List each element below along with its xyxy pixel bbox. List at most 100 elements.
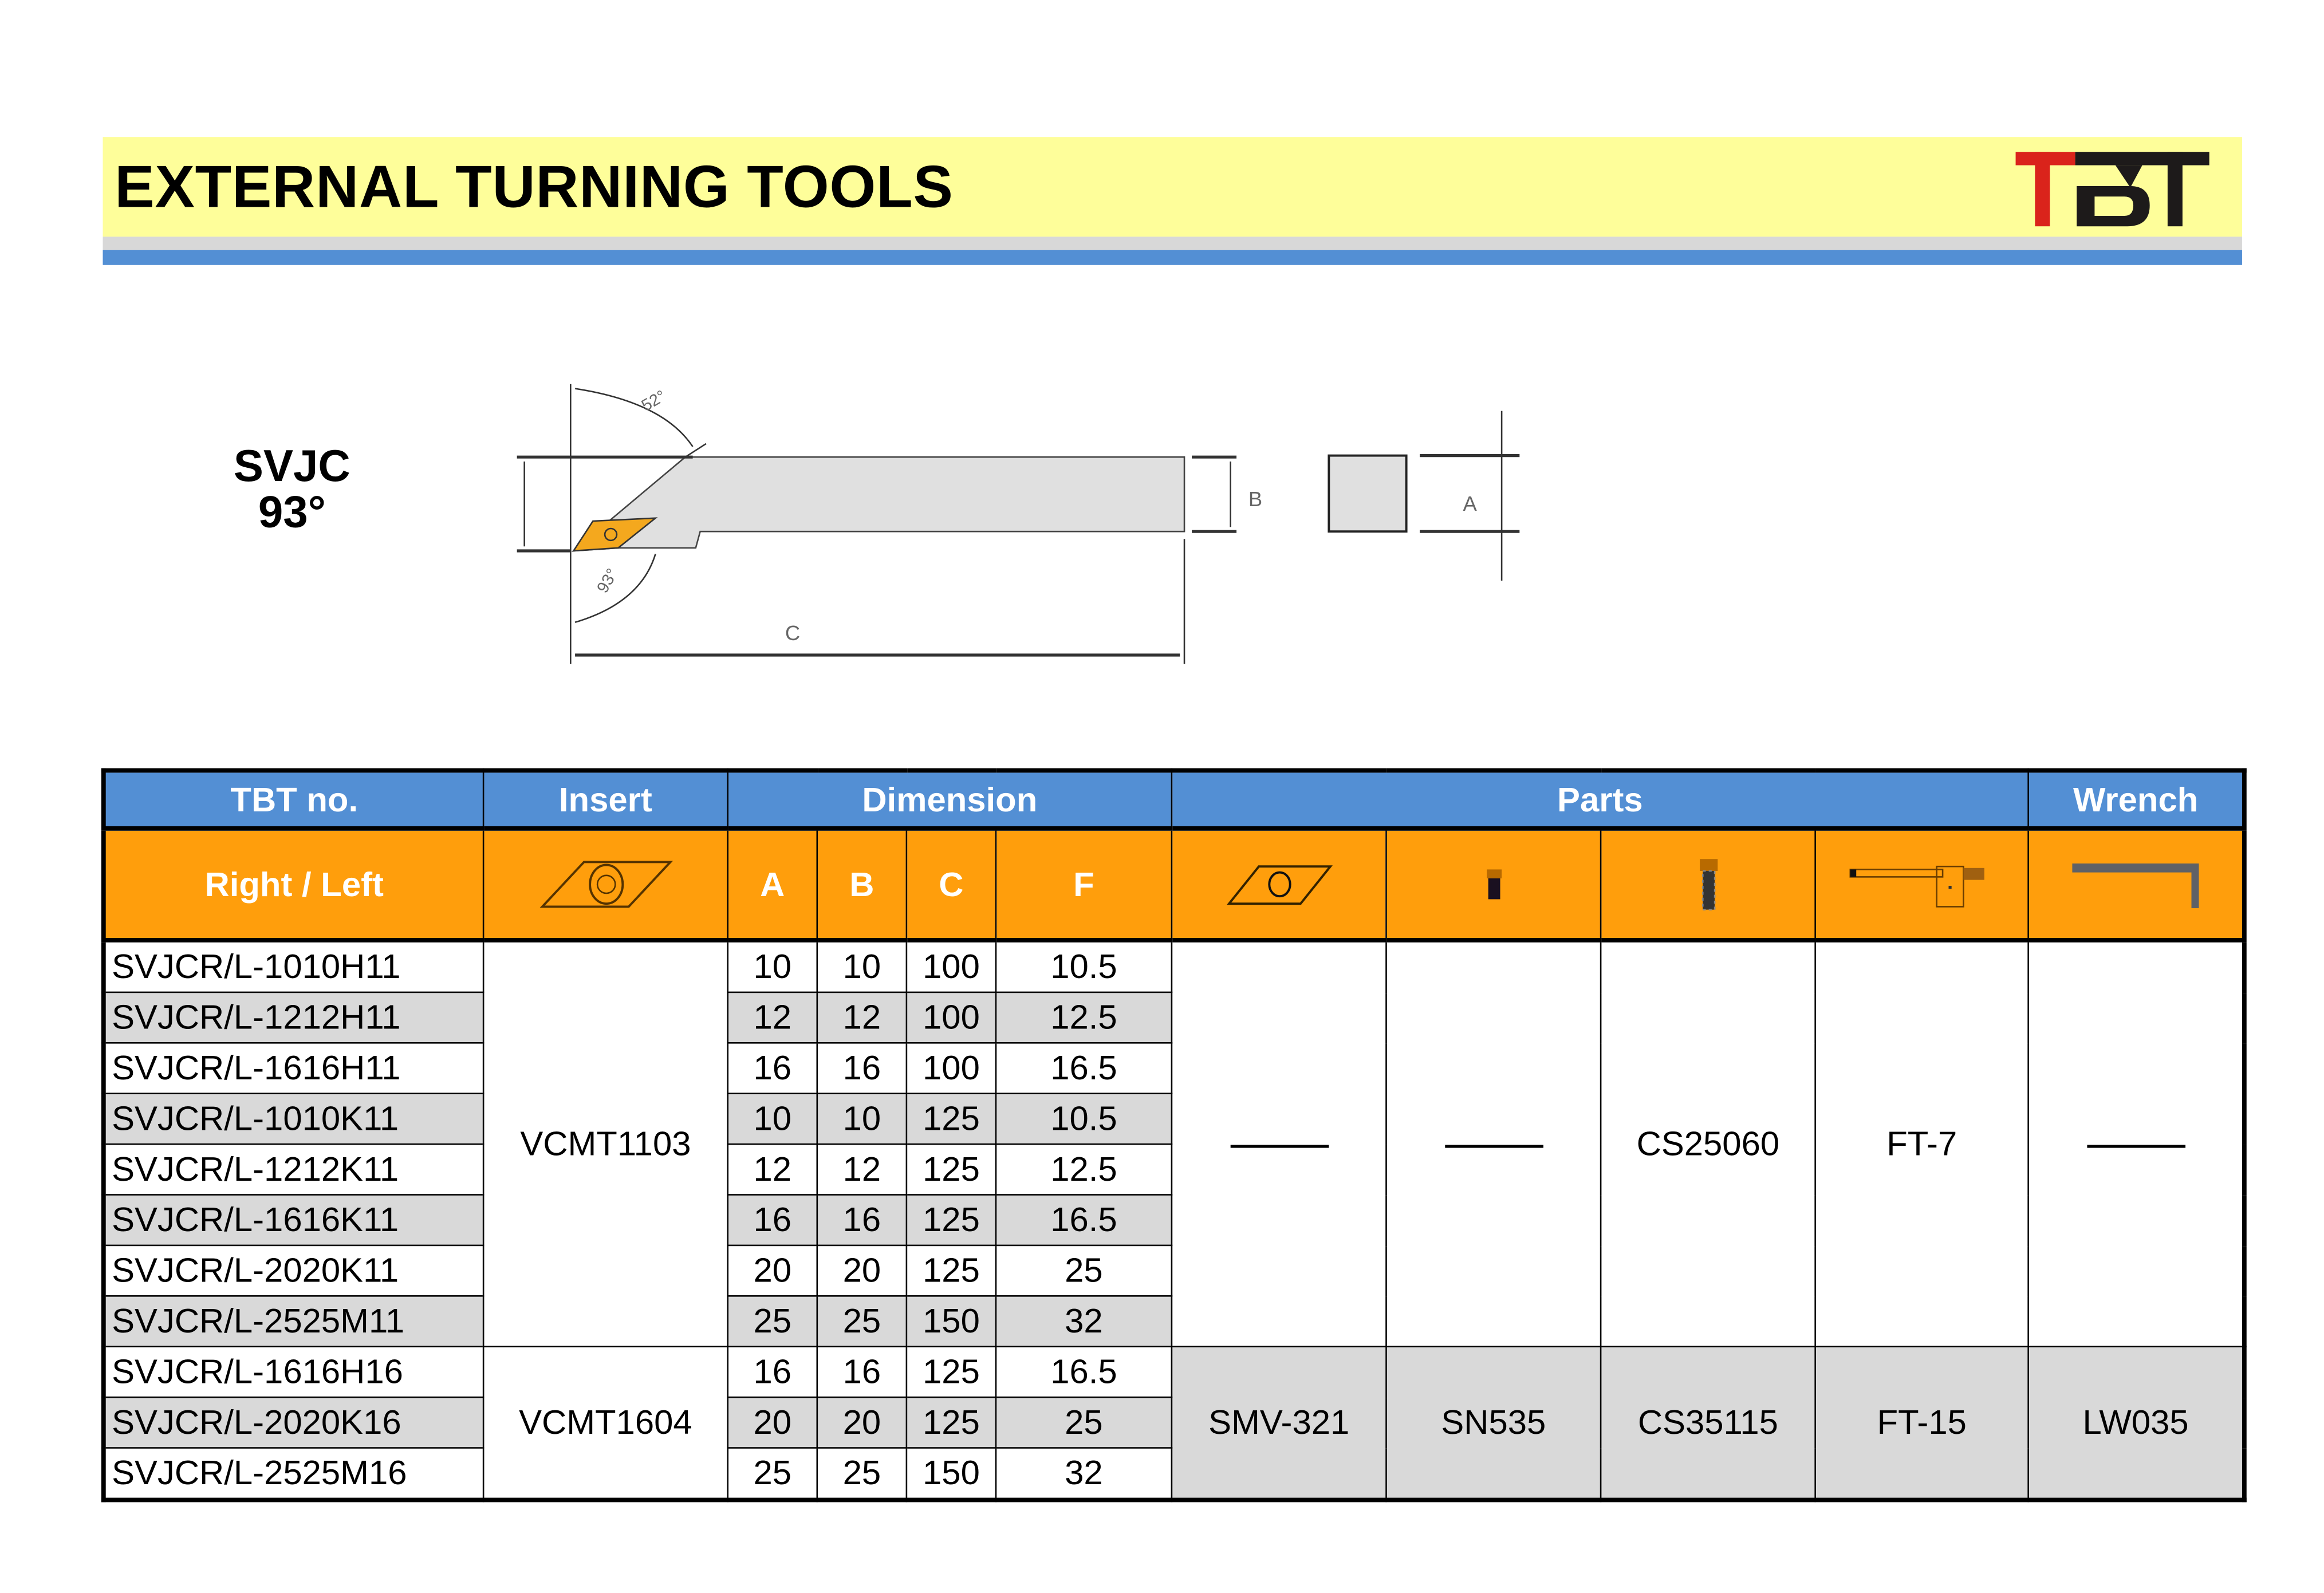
divider [103, 236, 2242, 250]
part-key: FT-15 [1814, 1346, 2030, 1501]
tool-code: SVJCR/L-2525M16 [103, 1447, 485, 1501]
dimension-a: 12 [727, 1143, 818, 1196]
angle-label-bottom: 93° [593, 566, 621, 596]
not-applicable-dash [1444, 1145, 1543, 1148]
dimension-c: 125 [905, 1346, 997, 1398]
dimension-c: 125 [905, 1093, 997, 1145]
dimension-f: 16.5 [995, 1042, 1173, 1094]
model-name: SVJC [233, 442, 350, 491]
dimension-b: 10 [816, 939, 908, 993]
dimension-c: 125 [905, 1396, 997, 1449]
dimension-f: 10.5 [995, 939, 1173, 993]
dimension-f: 10.5 [995, 1093, 1173, 1145]
dimension-c: 100 [905, 939, 997, 993]
tool-model: SVJC 93° [194, 444, 390, 536]
dimension-a: 16 [727, 1042, 818, 1094]
header-wrench: Wrench [2027, 770, 2246, 831]
dimension-b: 12 [816, 1143, 908, 1196]
dimension-a: 25 [727, 1295, 818, 1347]
part-screw: CS25060 [1600, 939, 1817, 1347]
screw-icon [1600, 827, 1817, 943]
dimension-a: 12 [727, 991, 818, 1044]
page-title: EXTERNAL TURNING TOOLS [115, 155, 954, 220]
dimension-f: 32 [995, 1295, 1173, 1347]
header-dimension: Dimension [727, 770, 1173, 831]
seat-insert-icon [1171, 827, 1387, 943]
model-angle: 93° [258, 488, 326, 538]
dim-label-a: A [1463, 492, 1477, 515]
header-insert: Insert [482, 770, 729, 831]
header-banner: EXTERNAL TURNING TOOLS [103, 137, 2242, 237]
header-right-left: Right / Left [103, 827, 485, 943]
part-wrench [2027, 939, 2246, 1347]
dimension-a: 16 [727, 1346, 818, 1398]
dimension-c: 100 [905, 1042, 997, 1094]
insert-code: VCMT1103 [482, 939, 729, 1347]
header-a: A [727, 827, 818, 943]
dimension-c: 125 [905, 1244, 997, 1297]
part-seat [1171, 939, 1387, 1347]
header-f: F [995, 827, 1173, 943]
dimension-a: 25 [727, 1447, 818, 1501]
insert-code: VCMT1604 [482, 1346, 729, 1501]
dimension-b: 12 [816, 991, 908, 1044]
dimension-f: 25 [995, 1244, 1173, 1297]
part-shim [1385, 939, 1602, 1347]
tool-code: SVJCR/L-2525M11 [103, 1295, 485, 1347]
dimension-f: 25 [995, 1396, 1173, 1449]
dimension-c: 100 [905, 991, 997, 1044]
tool-code: SVJCR/L-1616K11 [103, 1194, 485, 1247]
hex-wrench-icon [2027, 827, 2246, 943]
tool-holder-diagram: B A C 52° 93° [517, 384, 1520, 664]
dimension-b: 16 [816, 1042, 908, 1094]
tbt-logo [2015, 152, 2209, 227]
dimension-f: 32 [995, 1447, 1173, 1501]
dimension-f: 16.5 [995, 1346, 1173, 1398]
dimension-a: 20 [727, 1244, 818, 1297]
dimension-a: 20 [727, 1396, 818, 1449]
specification-table: TBT no. Insert Dimension Parts Wrench Ri… [101, 768, 2247, 1503]
dimension-f: 16.5 [995, 1194, 1173, 1247]
header-tbt-no: TBT no. [103, 770, 485, 831]
not-applicable-dash [1230, 1145, 1329, 1148]
key-wrench-icon [1814, 827, 2030, 943]
dim-label-c: C [785, 621, 800, 645]
part-key: FT-7 [1814, 939, 2030, 1347]
dimension-c: 125 [905, 1143, 997, 1196]
tool-code: SVJCR/L-2020K16 [103, 1396, 485, 1449]
dimension-f: 12.5 [995, 1143, 1173, 1196]
part-wrench: LW035 [2027, 1346, 2246, 1501]
insert-icon [482, 827, 729, 943]
header-parts: Parts [1171, 770, 2030, 831]
dimension-b: 25 [816, 1447, 908, 1501]
tool-code: SVJCR/L-1616H11 [103, 1042, 485, 1094]
dimension-c: 150 [905, 1447, 997, 1501]
tool-code: SVJCR/L-1010H11 [103, 939, 485, 993]
dimension-a: 10 [727, 939, 818, 993]
tool-code: SVJCR/L-2020K11 [103, 1244, 485, 1297]
header-b: B [816, 827, 908, 943]
part-screw: CS35115 [1600, 1346, 1817, 1501]
dimension-b: 25 [816, 1295, 908, 1347]
tool-code: SVJCR/L-1212K11 [103, 1143, 485, 1196]
shim-icon [1385, 827, 1602, 943]
dimension-b: 20 [816, 1396, 908, 1449]
header-c: C [905, 827, 997, 943]
angle-label-top: 52° [639, 387, 669, 415]
dimension-b: 10 [816, 1093, 908, 1145]
tool-code: SVJCR/L-1616H16 [103, 1346, 485, 1398]
divider [103, 250, 2242, 265]
dimension-c: 125 [905, 1194, 997, 1247]
dim-label-b: B [1248, 487, 1262, 511]
